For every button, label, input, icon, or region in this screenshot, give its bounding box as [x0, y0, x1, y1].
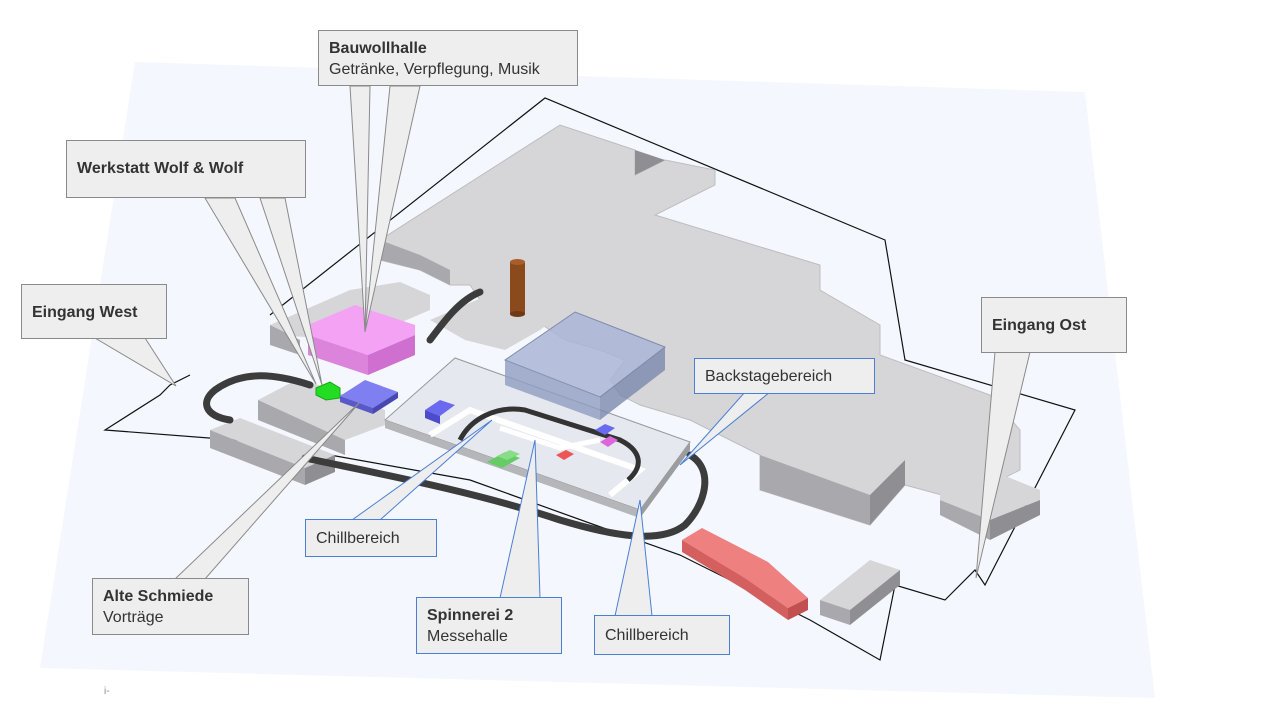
booth [556, 450, 574, 460]
chimney-top [510, 259, 525, 265]
pointer-bauwollhalle-b [364, 85, 421, 333]
callout-pointers-blue [350, 391, 772, 617]
backstage-area [503, 311, 667, 420]
site-boundary [103, 97, 1076, 661]
footnote: i- [104, 686, 110, 697]
red-building-side [788, 598, 808, 620]
hall-inner-road [457, 406, 641, 482]
building-side [870, 460, 905, 525]
booth [600, 436, 618, 447]
callout-subtitle: Getränke, Verpflegung, Musik [329, 61, 540, 78]
callout-werkstatt[interactable]: Werkstatt Wolf & Wolf [66, 140, 306, 198]
callout-title: Backstagebereich [705, 368, 833, 385]
callout-title: Alte Schmiede [103, 588, 214, 605]
hall-corridor [499, 425, 601, 451]
callout-spinnerei[interactable]: Spinnerei 2 Messehalle [416, 597, 562, 654]
red-building-side [682, 540, 788, 620]
building-side [990, 500, 1040, 540]
callout-subtitle: Messehalle [427, 628, 508, 645]
building-top [430, 290, 560, 350]
callout-eingang-west[interactable]: Eingang West [21, 284, 167, 339]
bauwollhalle-building [308, 305, 415, 375]
hall-corridor [428, 406, 646, 498]
chimney [510, 259, 525, 317]
building-side [270, 325, 300, 355]
callout-title: Eingang West [32, 304, 138, 321]
pointer-bauwollhalle [349, 85, 371, 333]
callout-bauwollhalle[interactable]: Bauwollhalle Getränke, Verpflegung, Musi… [318, 30, 578, 86]
building-side [210, 430, 305, 485]
booth [497, 450, 520, 460]
callout-title: Eingang Ost [992, 317, 1087, 334]
callout-eingang-ost[interactable]: Eingang Ost [981, 297, 1127, 353]
building-side [820, 600, 850, 625]
building-side [850, 570, 900, 625]
building-side [760, 455, 870, 525]
pointer-werkstatt [204, 197, 317, 385]
callout-alte-schmiede[interactable]: Alte Schmiede Vorträge [92, 578, 249, 635]
building-top [820, 560, 900, 610]
callout-title: Bauwollhalle [329, 40, 427, 57]
booth [595, 424, 615, 435]
road [301, 451, 709, 540]
callout-title: Chillbereich [316, 530, 400, 547]
chimney-base [510, 311, 525, 317]
callout-backstage[interactable]: Backstagebereich [694, 358, 875, 394]
callout-pointers [93, 85, 1031, 580]
red-building [682, 528, 808, 620]
booth [425, 410, 440, 424]
building-top [258, 378, 385, 440]
spinnerei-hall [384, 357, 691, 518]
callout-chill-2[interactable]: Chillbereich [594, 615, 730, 655]
schmiede-top [340, 380, 398, 408]
bauwollhalle-left [308, 335, 368, 375]
callout-title: Chillbereich [605, 627, 689, 644]
callout-title: Werkstatt Wolf & Wolf [77, 160, 244, 177]
pointer-werkstatt-b [259, 197, 323, 386]
building-side [940, 500, 990, 540]
backstage-side [505, 360, 600, 420]
chimney-shaft [510, 262, 525, 314]
building-side [380, 240, 450, 285]
callout-title: Spinnerei 2 [427, 607, 514, 624]
red-building-top [682, 528, 808, 608]
building-side [635, 150, 665, 175]
road-network [203, 288, 709, 540]
hall-wall [385, 420, 640, 518]
hall-wall [640, 442, 690, 518]
callout-subtitle: Vorträge [103, 609, 164, 626]
schmiede-side [373, 392, 398, 414]
bauwollhalle-top [308, 305, 415, 355]
backstage-side [600, 347, 665, 420]
road [426, 288, 484, 344]
bauwollhalle-right [368, 335, 415, 375]
callout-chill-1[interactable]: Chillbereich [305, 519, 437, 557]
booth [425, 400, 455, 416]
road [203, 372, 314, 424]
